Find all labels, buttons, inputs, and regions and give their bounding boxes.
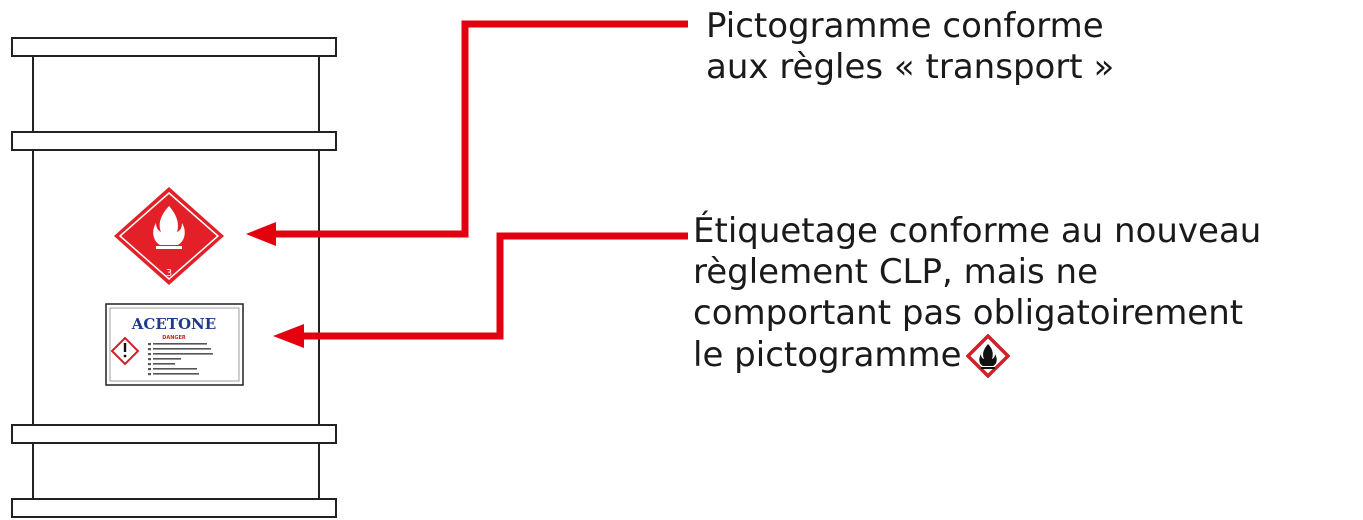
callout-line: Pictogramme conforme — [706, 6, 1104, 46]
callout-line: le pictogramme — [693, 335, 962, 375]
callout-line: aux règles « transport » — [706, 47, 1115, 87]
exclamation-ghs-icon — [110, 336, 140, 366]
flame-ghs-icon — [965, 334, 1010, 378]
transport-placard: 3 — [114, 187, 224, 285]
callout-line: comportant pas obligatoirement — [693, 293, 1244, 333]
arrowhead-icon — [246, 222, 276, 246]
callout-line: Étiquetage conforme au nouveau — [693, 211, 1262, 251]
callout-line-last: le pictogramme — [693, 334, 1261, 378]
placard-class-number: 3 — [166, 268, 172, 279]
drum-rim-top — [11, 37, 337, 57]
label-hazard-statements — [148, 343, 213, 376]
callout-clp-text: Étiquetage conforme au nouveau règlement… — [693, 211, 1261, 378]
connector-clp — [273, 232, 688, 348]
callout-line: règlement CLP, mais ne — [693, 252, 1099, 292]
drum-hoop-lower — [11, 424, 337, 444]
flame-symbol — [153, 206, 185, 245]
drum-rim-bottom — [11, 498, 337, 518]
clp-label: ACETONE DANGER — [105, 303, 244, 386]
callout-transport-text: Pictogramme conforme aux règles « transp… — [706, 6, 1114, 88]
label-signal-word: DANGER — [162, 335, 186, 341]
drum — [11, 37, 337, 518]
connector-transport — [246, 20, 688, 246]
drum-hoop-upper — [11, 131, 337, 151]
arrowhead-icon — [273, 324, 304, 348]
label-product-name: ACETONE — [131, 315, 216, 333]
